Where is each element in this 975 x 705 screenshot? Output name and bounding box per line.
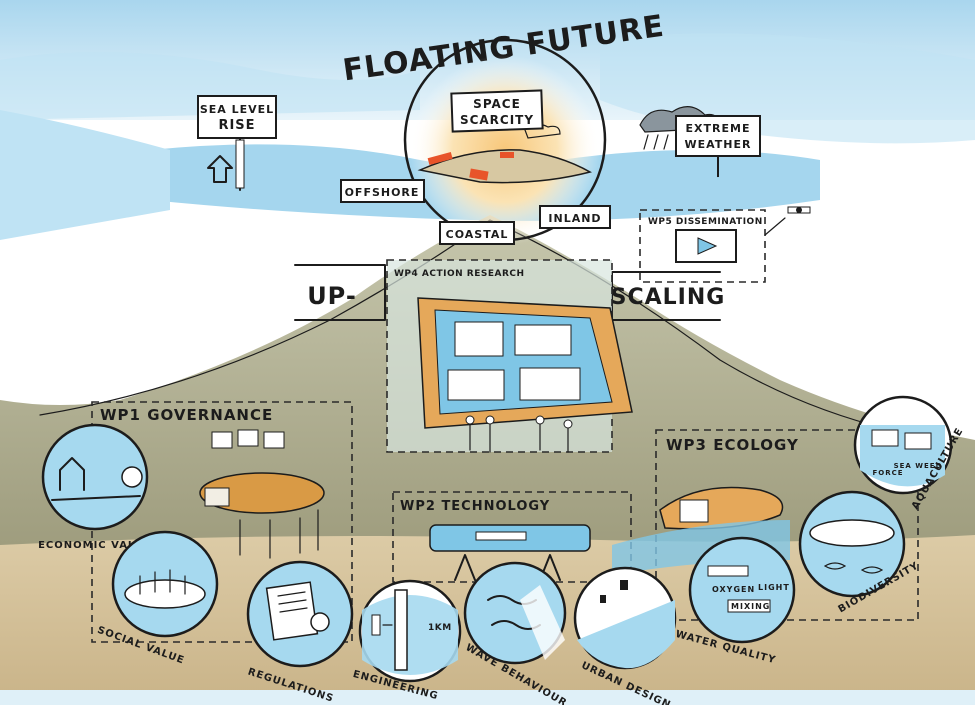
platform-orange-3: [500, 152, 514, 158]
force-label: FORCE: [872, 469, 903, 477]
sea-level-label: SEA LEVEL: [200, 103, 274, 116]
wp1-panel: WP1 GOVERNANCE: [91, 401, 353, 643]
left-sea: [0, 110, 170, 240]
offshore-label: OFFSHORE: [345, 186, 420, 199]
wp4-label: WP4 ACTION RESEARCH: [394, 269, 525, 279]
wave-behaviour-circle: WAVE BEHAVIOUR: [464, 561, 569, 705]
up-label: UP-: [307, 282, 357, 310]
cloud-band: [0, 52, 420, 120]
extreme-label: EXTREME: [686, 122, 751, 135]
rise-label: RISE: [218, 118, 255, 133]
engineering-scale-label: 1KM: [428, 623, 452, 633]
satellite-icon: [787, 206, 811, 214]
wp1-label: WP1 GOVERNANCE: [100, 406, 273, 424]
play-icon: [697, 237, 718, 255]
oxygen-label: OXYGEN: [712, 585, 755, 594]
dissemination-box: WP5 DISSEMINATION: [639, 206, 811, 283]
wp3-label: WP3 ECOLOGY: [666, 436, 799, 454]
meeting-table: [199, 472, 325, 514]
coastal-label-box: COASTAL: [439, 221, 515, 245]
inland-label: INLAND: [548, 212, 601, 225]
coastal-label: COASTAL: [446, 228, 509, 241]
weather-label: WEATHER: [684, 138, 751, 151]
offshore-label-box: OFFSHORE: [340, 179, 425, 203]
mixing-label: MIXING: [731, 602, 770, 611]
economic-value-circle: ECONOMIC VALUE: [38, 423, 152, 551]
wp2-label: WP2 TECHNOLOGY: [400, 499, 550, 514]
inland-label-box: INLAND: [539, 205, 611, 229]
seaweed-label: SEA WEED: [894, 462, 943, 470]
wp4-panel: WP4 ACTION RESEARCH: [386, 259, 633, 453]
economic-label: ECONOMIC VALUE: [38, 540, 152, 551]
space-label: SPACE: [473, 97, 521, 111]
platform-orange-2: [469, 168, 489, 181]
wp3-panel: WP3 ECOLOGY: [612, 429, 919, 621]
waterway: [612, 520, 790, 575]
wave-breaker: [520, 585, 565, 660]
puddle: [682, 177, 758, 193]
fish-icon: [823, 562, 884, 574]
upscaling-banner: UP- SCALING: [294, 264, 726, 321]
up-arrow-icon: [207, 155, 233, 183]
scaling-label: SCALING: [611, 285, 726, 310]
bottom-blue-strip: [0, 690, 975, 705]
space-scarcity-box: SPACE SCARCITY: [450, 89, 544, 133]
money-bag-icon: [121, 466, 143, 488]
light-label: LIGHT: [758, 583, 790, 592]
platform-orange-1: [427, 151, 453, 165]
house-icon: [59, 457, 85, 491]
scarcity-label: SCARCITY: [460, 113, 534, 127]
sea-level-rise-sign: SEA LEVEL RISE: [197, 95, 277, 191]
dissemination-label: WP5 DISSEMINATION: [648, 217, 763, 227]
island: [417, 149, 592, 184]
stamp-icon: [310, 612, 330, 632]
document-icon: [265, 581, 319, 641]
extreme-weather-sign: EXTREME WEATHER: [639, 106, 761, 193]
